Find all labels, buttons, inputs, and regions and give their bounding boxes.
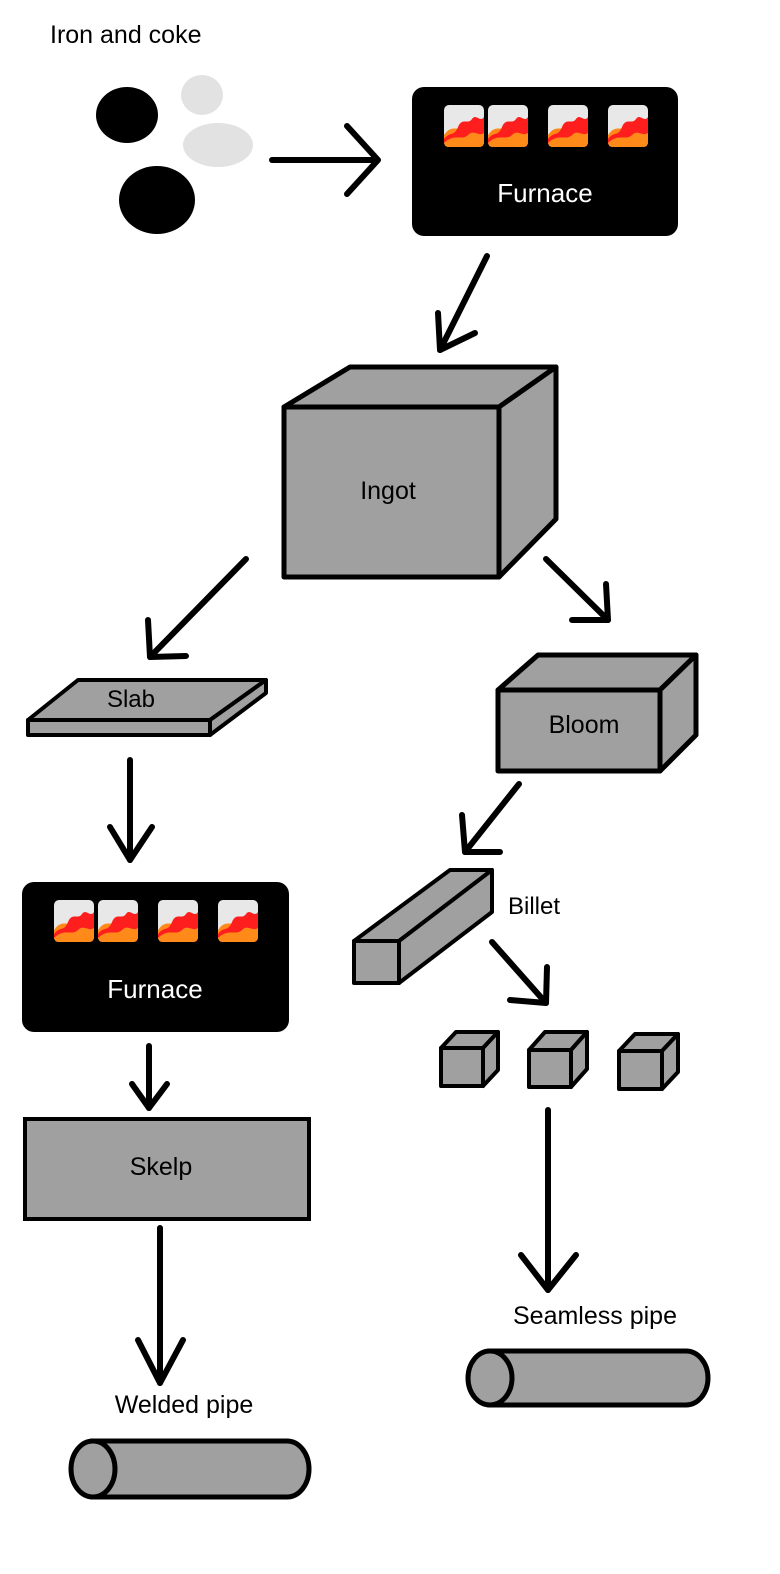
slab-plate: Slab: [26, 678, 268, 737]
billet-pieces: [439, 1030, 680, 1091]
ingot-block: Ingot: [281, 364, 559, 580]
iron-and-coke-group: Iron and coke: [50, 21, 253, 234]
arrow-bloom-to-billet: [459, 781, 522, 855]
iron-lump: [96, 87, 158, 143]
coke-lump: [181, 75, 223, 115]
billet-piece: [617, 1032, 680, 1091]
furnace-bottom-label: Furnace: [107, 974, 202, 1004]
welded-pipe: Welded pipe: [68, 1391, 312, 1500]
billet-bar: Billet: [352, 868, 560, 985]
coke-lump: [183, 123, 253, 167]
billet-label: Billet: [508, 893, 560, 920]
welded-pipe-label: Welded pipe: [115, 1391, 254, 1419]
seamless-pipe-label: Seamless pipe: [513, 1302, 677, 1330]
arrow-to-furnace: [269, 123, 381, 197]
iron-lump: [119, 166, 195, 234]
arrow-ingot-to-bloom: [543, 556, 611, 623]
billet-piece: [527, 1030, 589, 1089]
skelp-strip: Skelp: [23, 1117, 311, 1221]
bloom-label: Bloom: [549, 711, 620, 739]
iron-and-coke-label: Iron and coke: [50, 21, 202, 49]
billet-piece: [439, 1030, 500, 1088]
arrow-billet-to-pieces: [489, 939, 550, 1006]
furnace-top-label: Furnace: [497, 178, 592, 208]
furnace-top: Furnace: [412, 87, 678, 236]
seamless-pipe: Seamless pipe: [465, 1302, 711, 1408]
furnace-bottom: Furnace: [22, 882, 289, 1032]
arrow-slab-to-furnace: [107, 757, 155, 863]
slab-label: Slab: [107, 686, 155, 713]
ingot-label: Ingot: [360, 477, 416, 505]
arrow-furnace-to-skelp: [129, 1043, 170, 1111]
skelp-label: Skelp: [130, 1153, 193, 1181]
bloom-block: Bloom: [495, 652, 699, 774]
arrow-ingot-to-slab: [145, 556, 249, 660]
arrow-skelp-to-welded-pipe: [135, 1225, 186, 1386]
arrow-pieces-to-seamless-pipe: [518, 1107, 579, 1293]
arrow-furnace-to-ingot: [435, 253, 490, 353]
